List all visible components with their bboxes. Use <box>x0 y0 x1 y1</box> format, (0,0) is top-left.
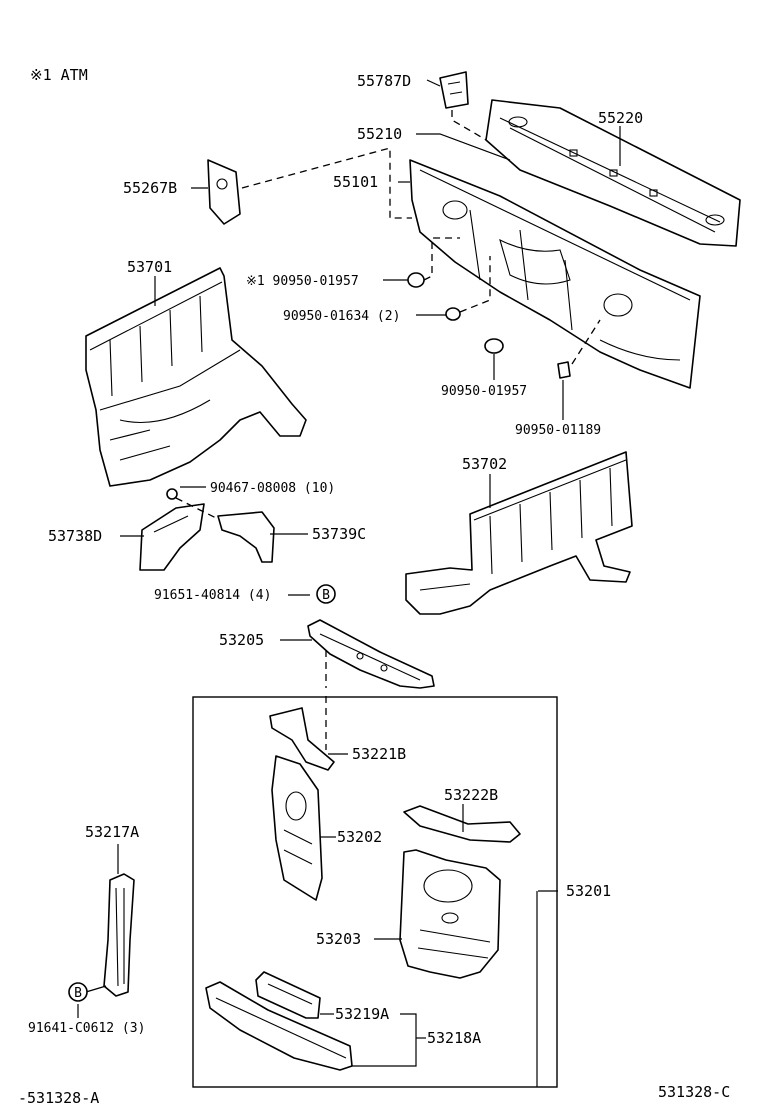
part-53222b-drawing <box>403 805 521 843</box>
label-53205: 53205 <box>219 631 264 649</box>
marker-b-bottom: B <box>68 982 88 1002</box>
part-53221b-drawing <box>269 707 335 771</box>
part-53701-drawing <box>85 267 307 487</box>
marker-b-top-text: B <box>322 588 330 603</box>
code-right: 531328-C <box>658 1083 730 1101</box>
clip-90950-01634-drawing <box>445 307 461 321</box>
label-53221b: 53221B <box>352 745 406 763</box>
part-53202-drawing <box>271 755 323 901</box>
label-53739c: 53739C <box>312 525 366 543</box>
label-55220: 55220 <box>598 109 643 127</box>
label-55267b: 55267B <box>123 179 177 197</box>
label-90950-01957: 90950-01957 <box>441 384 527 399</box>
plug-90950-01189-drawing <box>557 361 571 379</box>
leader-lines <box>77 79 621 1087</box>
code-left: -531328-A <box>18 1089 99 1107</box>
label-90467-08008: 90467-08008 (10) <box>210 481 335 496</box>
label-53202: 53202 <box>337 828 382 846</box>
label-53201: 53201 <box>566 882 611 900</box>
assembly-53201-box <box>192 696 558 1088</box>
label-53701: 53701 <box>127 258 172 276</box>
part-53218a-drawing <box>205 981 353 1071</box>
part-53739c-drawing <box>217 511 275 563</box>
label-55210: 55210 <box>357 125 402 143</box>
label-90950-01957-atm: ※1 90950-01957 <box>246 274 359 289</box>
note-atm: ※1 ATM <box>30 66 88 84</box>
label-90950-01189: 90950-01189 <box>515 423 601 438</box>
part-55787d-drawing <box>439 71 469 109</box>
part-53219a-drawing <box>255 971 321 1019</box>
label-55101: 55101 <box>333 173 378 191</box>
label-53702: 53702 <box>462 455 507 473</box>
part-53702-drawing <box>405 451 633 615</box>
clip-90950-01957-a-drawing <box>407 272 425 288</box>
label-90950-01634: 90950-01634 (2) <box>283 309 400 324</box>
part-53738d-drawing <box>139 503 205 571</box>
label-53218a: 53218A <box>427 1029 481 1047</box>
label-53217a: 53217A <box>85 823 139 841</box>
part-53205-drawing <box>307 619 435 689</box>
part-55101-drawing <box>409 159 701 389</box>
label-91641-c0612: 91641-C0612 (3) <box>28 1021 145 1036</box>
label-53222b: 53222B <box>444 786 498 804</box>
clip-90950-01957-b-drawing <box>484 338 504 354</box>
label-53738d: 53738D <box>48 527 102 545</box>
part-53203-drawing <box>399 849 501 979</box>
marker-b-top: B <box>316 584 336 604</box>
label-53203: 53203 <box>316 930 361 948</box>
bolt-90467-08008-drawing <box>166 488 178 500</box>
label-53219a: 53219A <box>335 1005 389 1023</box>
marker-b-bottom-text: B <box>74 986 82 1001</box>
label-55787d: 55787D <box>357 72 411 90</box>
label-91651-40814: 91651-40814 (4) <box>154 588 271 603</box>
part-55267b-drawing <box>207 159 241 225</box>
part-53217a-drawing <box>103 873 135 997</box>
